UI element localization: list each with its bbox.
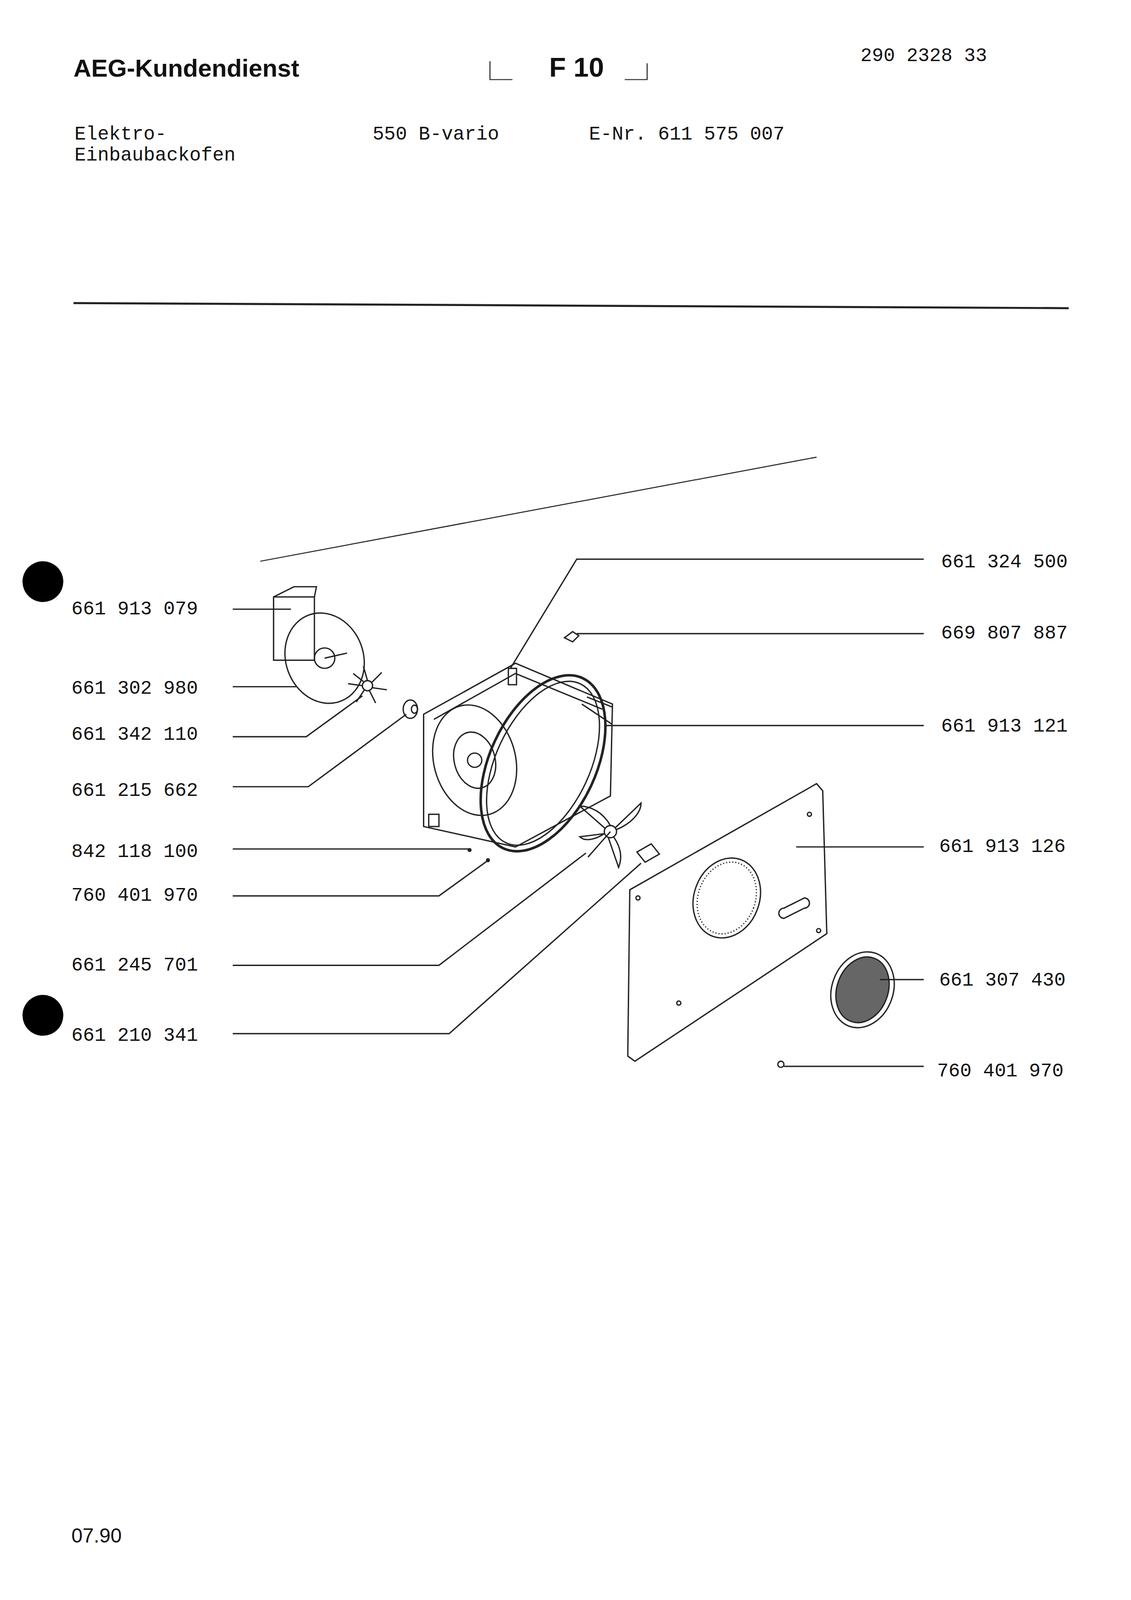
appliance-type: Elektro- Einbaubackofen — [74, 124, 236, 167]
callout-number: 661 302 980 — [71, 678, 199, 700]
callout-number: 661 245 701 — [71, 954, 199, 976]
title: AEG-Kundendienst — [73, 54, 300, 82]
callout-number: 661 210 341 — [71, 1025, 199, 1047]
callout-number: 760 401 970 — [937, 1061, 1064, 1083]
e-number: E-Nr. 611 575 007 — [588, 124, 785, 146]
callout-number: 661 307 430 — [938, 970, 1066, 992]
date-code: 07.90 — [71, 1525, 122, 1548]
sheet-code: F 10 — [549, 52, 605, 83]
callout-number: 661 913 126 — [938, 836, 1066, 858]
callout-number: 661 913 121 — [941, 716, 1068, 738]
callout-number: 661 324 500 — [941, 552, 1068, 574]
document-number: 290 2328 33 — [860, 45, 987, 67]
callout-number: 842 118 100 — [71, 841, 199, 863]
callout-number: 669 807 887 — [941, 623, 1068, 645]
callout-number: 661 342 110 — [71, 724, 199, 746]
callout-number: 661 215 662 — [71, 780, 199, 802]
callout-number: 760 401 970 — [71, 885, 199, 907]
model-name: 550 B-vario — [372, 124, 500, 146]
callout-number: 661 913 079 — [71, 599, 199, 621]
